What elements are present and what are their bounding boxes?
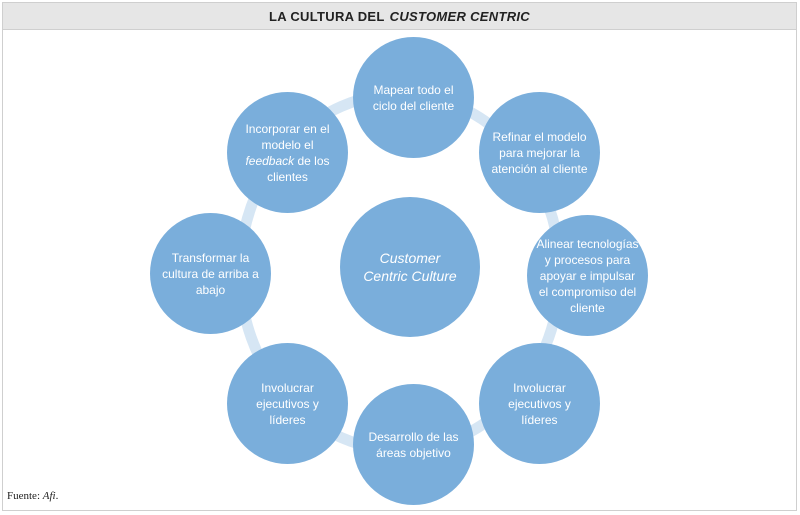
source-note: Fuente: Afi. bbox=[7, 490, 59, 502]
title-prefix: LA CULTURA DEL bbox=[269, 8, 385, 24]
node-desarrollo: Desarrollo de las áreas objetivo bbox=[353, 384, 474, 505]
figure-title: LA CULTURA DEL CUSTOMER CENTRIC bbox=[3, 3, 796, 30]
incorporar-before: Incorporar en el modelo el bbox=[245, 121, 330, 152]
incorporar-italic: feedback bbox=[245, 153, 295, 168]
node-alinear: Alinear tecnologías y procesos para apoy… bbox=[527, 215, 648, 336]
node-refinar: Refinar el modelo para mejorar la atenci… bbox=[479, 92, 600, 213]
node-incorporar: Incorporar en el modelo el feedback de l… bbox=[227, 92, 348, 213]
node-transformar: Transformar la cultura de arriba a abajo bbox=[150, 213, 271, 334]
title-italic: CUSTOMER CENTRIC bbox=[389, 8, 530, 24]
center-node: Customer Centric Culture bbox=[340, 197, 480, 337]
node-mapear: Mapear todo el ciclo del cliente bbox=[353, 37, 474, 158]
node-involucrar-izquierda: Involucrar ejecutivos y líderes bbox=[227, 343, 348, 464]
incorporar-after: de los clientes bbox=[267, 153, 330, 184]
node-involucrar-derecha: Involucrar ejecutivos y líderes bbox=[479, 343, 600, 464]
